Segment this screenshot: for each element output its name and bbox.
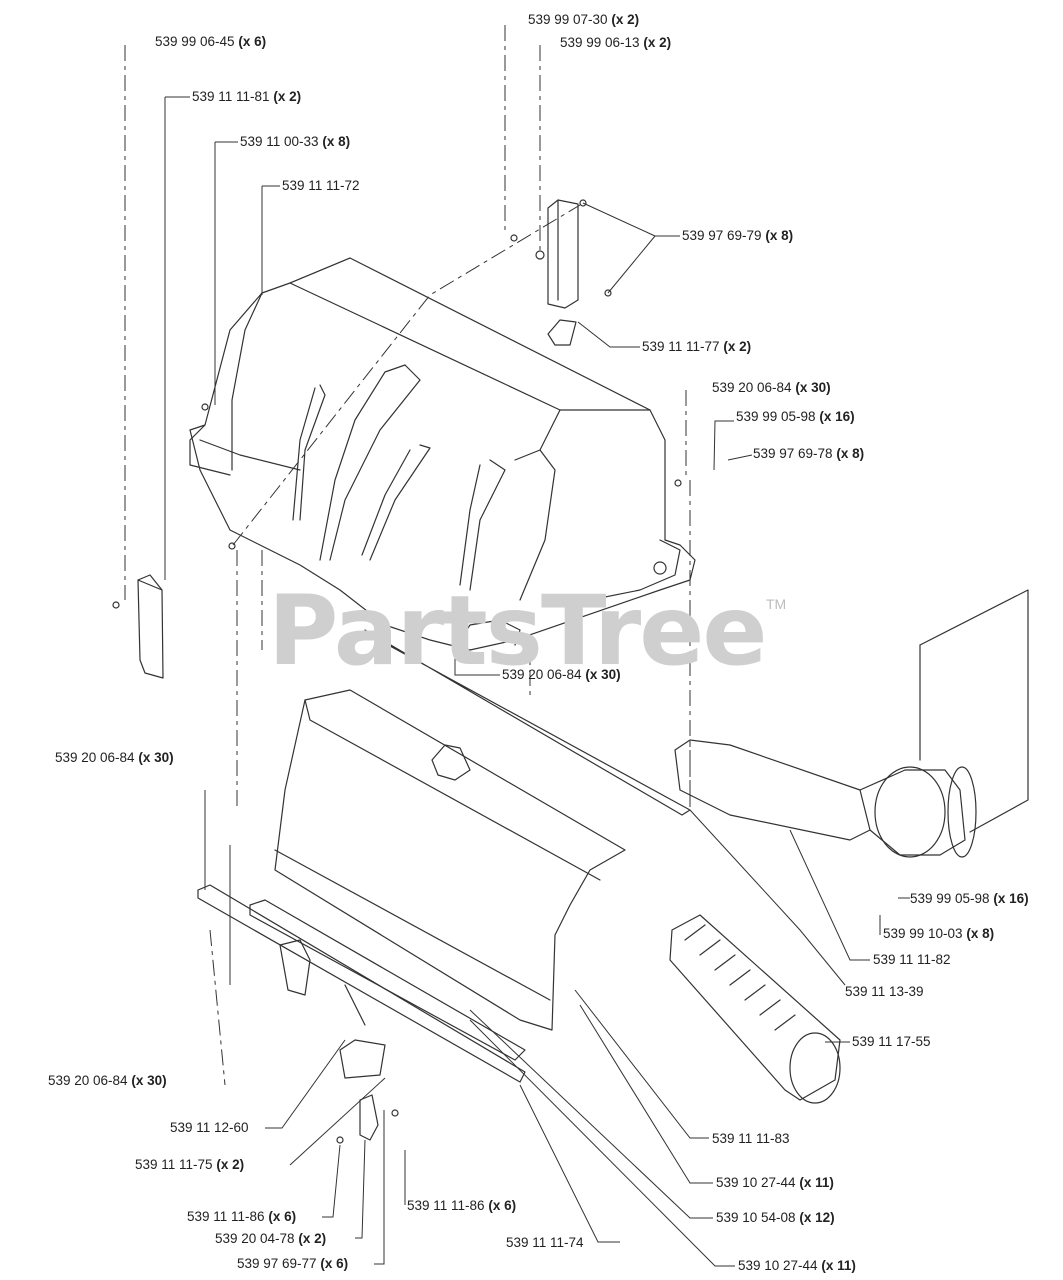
bottom-brackets-part <box>336 1039 399 1144</box>
callout-c12: 539 20 06-84 (x 30) <box>502 667 621 682</box>
callout-c14: 539 99 05-98 (x 16) <box>910 891 1029 906</box>
lower-hood-part <box>274 689 626 1031</box>
top-bracket-part <box>510 199 612 346</box>
callout-c01: 539 99 07-30 (x 2) <box>528 12 640 27</box>
callout-c21: 539 11 11-83 <box>712 1131 790 1146</box>
callout-c03: 539 99 06-45 (x 6) <box>155 34 267 49</box>
callout-c10: 539 99 05-98 (x 16) <box>736 409 855 424</box>
callout-c04: 539 11 11-81 (x 2) <box>192 89 302 104</box>
callout-c02: 539 99 06-13 (x 2) <box>560 35 672 50</box>
callout-c26: 539 10 54-08 (x 12) <box>716 1210 835 1225</box>
callout-c06: 539 11 11-72 <box>282 178 360 193</box>
callout-c22: 539 11 11-75 (x 2) <box>135 1157 245 1172</box>
callout-c11: 539 97 69-78 (x 8) <box>753 446 865 461</box>
callout-c20: 539 11 12-60 <box>170 1120 249 1135</box>
trademark-symbol: TM <box>766 596 787 612</box>
callout-c27: 539 20 04-78 (x 2) <box>215 1231 327 1246</box>
callout-c15: 539 99 10-03 (x 8) <box>883 926 995 941</box>
callout-c25: 539 11 11-86 (x 6) <box>407 1198 517 1213</box>
watermark: PartsTree <box>268 575 767 687</box>
callout-c16: 539 11 11-82 <box>873 952 951 967</box>
left-bracket-part <box>137 574 164 679</box>
callout-c24: 539 11 11-86 (x 6) <box>187 1209 297 1224</box>
callout-c23: 539 10 27-44 (x 11) <box>716 1175 834 1190</box>
callout-c17: 539 11 13-39 <box>845 984 924 999</box>
upper-hood-part <box>189 257 696 651</box>
flexible-hose-part <box>669 914 841 1104</box>
callout-c28: 539 11 11-74 <box>506 1235 584 1250</box>
callout-c07: 539 97 69-79 (x 8) <box>682 228 794 243</box>
callout-c18: 539 11 17-55 <box>852 1034 931 1049</box>
callout-c08: 539 11 11-77 (x 2) <box>642 339 752 354</box>
callout-c05: 539 11 00-33 (x 8) <box>240 134 351 149</box>
hood-screws <box>112 403 682 609</box>
discharge-chute-part <box>674 589 1029 858</box>
frame-rail-part <box>197 884 526 1083</box>
callout-c13: 539 20 06-84 (x 30) <box>55 750 174 765</box>
callout-c19: 539 20 06-84 (x 30) <box>48 1073 167 1088</box>
callout-c29: 539 97 69-77 (x 6) <box>237 1256 349 1271</box>
callout-c30: 539 10 27-44 (x 11) <box>738 1258 856 1273</box>
callout-c09: 539 20 06-84 (x 30) <box>712 380 831 395</box>
